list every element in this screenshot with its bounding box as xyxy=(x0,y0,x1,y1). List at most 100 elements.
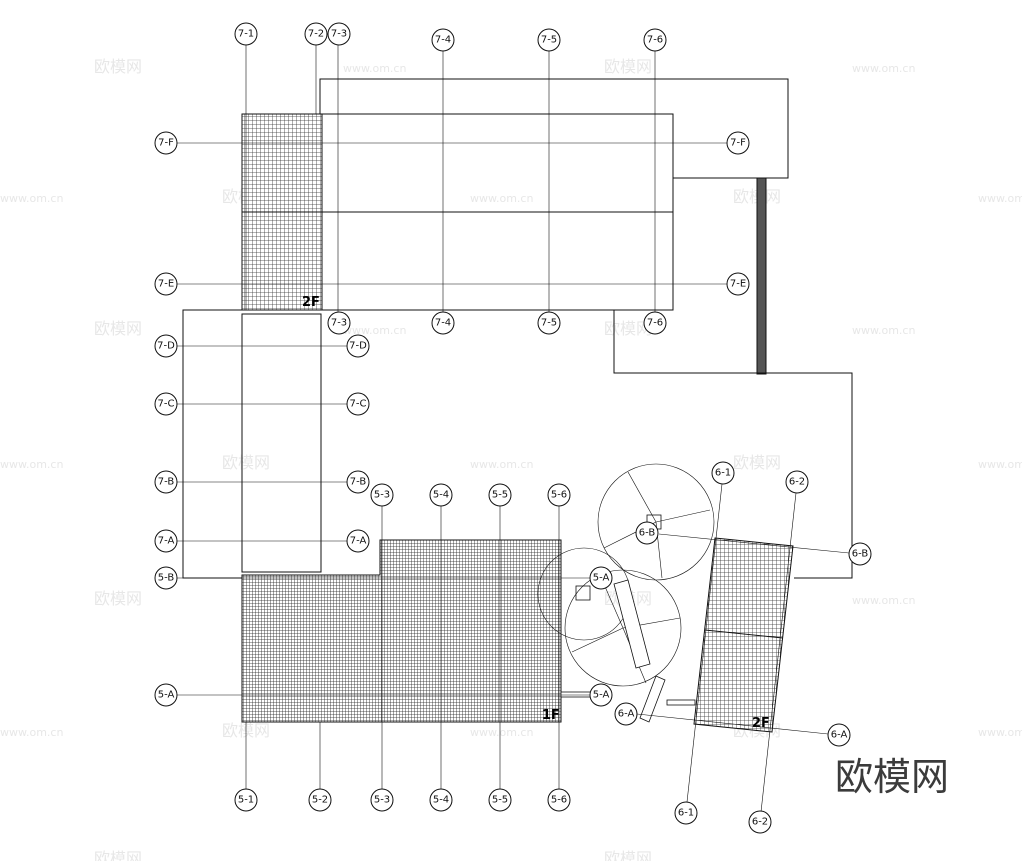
watermark-site: www.om.cn xyxy=(852,324,915,337)
grid-label: 5-3 xyxy=(374,490,390,501)
watermark-site: www.om.cn xyxy=(343,324,406,337)
grid-label: 6-2 xyxy=(789,477,805,488)
watermark-logo: 欧模网 xyxy=(733,453,781,472)
grid-label: 7-F xyxy=(158,138,174,149)
grid-bubble: 7-5 xyxy=(537,28,561,52)
grid-label: 7-6 xyxy=(647,318,663,329)
watermark-site: www.om.cn xyxy=(978,192,1022,205)
grid-label: 5-B xyxy=(158,573,175,584)
grid-label: 7-3 xyxy=(331,318,347,329)
grid-label: 7-F xyxy=(730,138,746,149)
grid-bubble: 7-D xyxy=(346,334,370,358)
grid-bubble: 7-3 xyxy=(327,311,351,335)
grid-label: 7-4 xyxy=(435,318,451,329)
watermark-logo: 欧模网 xyxy=(94,319,142,338)
bench xyxy=(639,675,666,723)
grid-bubble: 7-E xyxy=(726,272,750,296)
grid-bubble: 5-5 xyxy=(488,483,512,507)
grid-lines xyxy=(177,45,850,813)
grid-label: 7-E xyxy=(158,279,174,290)
grid-bubble: 5-A xyxy=(589,683,613,707)
grid-bubble: 6-2 xyxy=(748,810,772,834)
block-5-plan: 1F xyxy=(241,539,612,723)
site-boundary-line xyxy=(613,310,853,579)
wing-outline xyxy=(182,309,242,579)
grid-label: 7-6 xyxy=(647,35,663,46)
grid-bubble: 7-A xyxy=(154,529,178,553)
grid-bubble: 7-5 xyxy=(537,311,561,335)
grid-label: 6-1 xyxy=(678,808,694,819)
grid-label: 5-2 xyxy=(312,795,328,806)
grid-label: 5-6 xyxy=(551,490,567,501)
grid-label: 6-2 xyxy=(752,817,768,828)
grid-line xyxy=(658,533,850,554)
grid-label: 6-A xyxy=(831,730,848,741)
grid-bubble: 6-B xyxy=(848,542,872,566)
watermark-logo: 欧模网 xyxy=(94,57,142,76)
grid-label: 5-5 xyxy=(492,795,508,806)
grid-bubble: 5-3 xyxy=(370,788,394,812)
watermark-site: www.om.cn xyxy=(470,458,533,471)
grid-bubbles: 7-1 7-2 7-3 7-4 7-5 7-6 7-F 7-F 7-E 7-E … xyxy=(154,22,872,834)
grid-label: 7-C xyxy=(350,399,367,410)
watermark-logo: 欧模网 xyxy=(604,319,652,338)
grid-label: 5-6 xyxy=(551,795,567,806)
watermark-logo: 欧模网 xyxy=(94,849,142,861)
grid-label: 5-1 xyxy=(238,795,254,806)
grid-bubble: 7-4 xyxy=(431,28,455,52)
watermark-site: www.om.cn xyxy=(852,594,915,607)
grid-label: 6-A xyxy=(618,709,635,720)
grid-bubble: 5-6 xyxy=(547,483,571,507)
grid-label: 7-5 xyxy=(541,318,557,329)
watermark-site: www.om.cn xyxy=(978,726,1022,739)
brand-logo: 欧模网 xyxy=(835,755,949,799)
grid-bubble: 7-C xyxy=(154,392,178,416)
grid-label: 5-3 xyxy=(374,795,390,806)
grid-bubble: 5-4 xyxy=(429,483,453,507)
grid-bubble: 6-A xyxy=(827,723,851,747)
watermark-site: www.om.cn xyxy=(343,62,406,75)
grid-label: 5-4 xyxy=(433,795,449,806)
grid-label: 7-2 xyxy=(308,29,324,40)
watermark-site: www.om.cn xyxy=(852,62,915,75)
grid-label: 7-5 xyxy=(541,35,557,46)
grid-bubble: 5-1 xyxy=(234,788,258,812)
grid-label: 6-1 xyxy=(715,468,731,479)
floor-label-1f: 1F xyxy=(542,708,560,723)
grid-label: 7-D xyxy=(157,341,175,352)
grid-label: 7-3 xyxy=(331,29,347,40)
grid-bubble: 6-1 xyxy=(674,801,698,825)
grid-label: 7-1 xyxy=(238,29,254,40)
grid-bubble: 7-D xyxy=(154,334,178,358)
grid-label: 6-B xyxy=(852,549,869,560)
block-6-hatched-slab xyxy=(693,537,794,733)
canopy-post xyxy=(575,585,591,601)
grid-label: 5-5 xyxy=(492,490,508,501)
corridor-wing xyxy=(241,313,322,573)
canopy-circles xyxy=(537,463,715,723)
grid-bubble: 7-E xyxy=(154,272,178,296)
grid-label: 7-C xyxy=(158,399,175,410)
grid-bubble: 5-6 xyxy=(547,788,571,812)
grid-label: 6-B xyxy=(639,528,656,539)
grid-label: 5-4 xyxy=(433,490,449,501)
grid-label: 7-B xyxy=(158,477,175,488)
grid-bubble: 7-F xyxy=(154,131,178,155)
floor-label-2f: 2F xyxy=(302,295,320,310)
grid-label: 7-E xyxy=(730,279,746,290)
watermark-logo: 欧模网 xyxy=(604,849,652,861)
watermark-site: www.om.cn xyxy=(0,458,63,471)
watermark-site: www.om.cn xyxy=(0,726,63,739)
grid-bubble: 7-2 xyxy=(304,22,328,46)
floor-label-2f-block-6: 2F xyxy=(752,716,770,731)
grid-bubble: 6-B xyxy=(635,521,659,545)
grid-line xyxy=(636,713,829,735)
roof-outline xyxy=(319,78,789,179)
grid-bubble: 6-A xyxy=(614,702,638,726)
grid-bubble: 5-4 xyxy=(429,788,453,812)
grid-bubble: 7-A xyxy=(346,529,370,553)
grid-label: 7-A xyxy=(158,536,175,547)
grid-bubble: 5-5 xyxy=(488,788,512,812)
watermark-site: www.om.cn xyxy=(978,458,1022,471)
grid-bubble: 5-3 xyxy=(370,483,394,507)
